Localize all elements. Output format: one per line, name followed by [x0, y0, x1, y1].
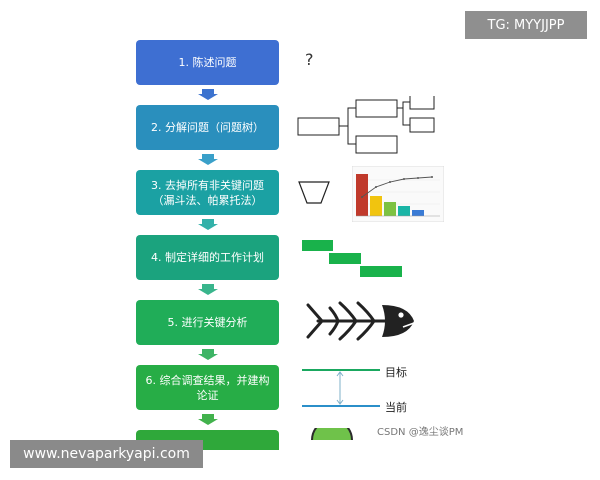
- down-arrow-3: [198, 219, 218, 230]
- target-label: 目标: [385, 366, 407, 379]
- down-arrow-4: [198, 284, 218, 295]
- step-6-box: 6. 综合调查结果，并建构论证: [136, 365, 279, 410]
- step-4-box: 4. 制定详细的工作计划: [136, 235, 279, 280]
- gantt-bar-2: [329, 253, 361, 264]
- pareto-bar: [356, 174, 368, 216]
- mece-flow-diagram: 1. 陈述问题 2. 分解问题（问题树） 3. 去掉所有非关键问题（漏斗法、帕累…: [120, 28, 465, 450]
- tg-watermark: TG: MYYJJPP: [465, 11, 587, 39]
- question-mark-icon: ?: [305, 50, 314, 69]
- pareto-bar: [370, 196, 382, 216]
- funnel-icon: [298, 181, 330, 204]
- down-arrow-1: [198, 89, 218, 100]
- issue-tree-icon: [297, 96, 435, 154]
- step-3-box: 3. 去掉所有非关键问题（漏斗法、帕累托法）: [136, 170, 279, 215]
- step-5-box: 5. 进行关键分析: [136, 300, 279, 345]
- gantt-bar-3: [360, 266, 402, 277]
- current-label: 当前: [385, 401, 407, 414]
- down-arrow-2: [198, 154, 218, 165]
- gap-analysis-icon: [302, 369, 380, 407]
- pareto-bar: [398, 206, 410, 216]
- pareto-bar: [384, 202, 396, 216]
- step-1-box: 1. 陈述问题: [136, 40, 279, 85]
- down-arrow-5: [198, 349, 218, 360]
- pareto-chart-icon: [352, 166, 444, 222]
- target-circle-icon: [311, 428, 353, 440]
- site-watermark: www.nevaparkyapi.com: [10, 440, 203, 468]
- down-arrow-6: [198, 414, 218, 425]
- gantt-bar-1: [302, 240, 333, 251]
- author-credit: CSDN @逸尘谈PM: [377, 427, 464, 438]
- fishbone-icon: [306, 301, 415, 341]
- pareto-bar: [412, 210, 424, 216]
- step-2-box: 2. 分解问题（问题树）: [136, 105, 279, 150]
